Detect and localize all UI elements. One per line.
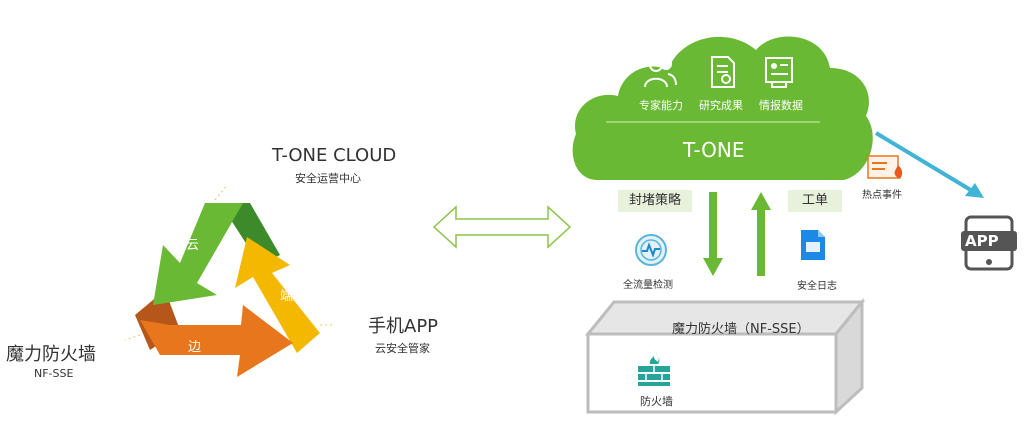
leader-line-firewall xyxy=(125,334,141,341)
app-device-label: APP xyxy=(965,232,999,250)
security-log-icon xyxy=(801,230,825,260)
tone-cloud-shape xyxy=(572,36,873,180)
firewall-brick-icon xyxy=(638,350,670,386)
app-device-icon xyxy=(961,215,1017,271)
cycle-diagram xyxy=(125,185,335,377)
security-log-label: 安全日志 xyxy=(797,281,837,292)
hot-event-icon xyxy=(867,155,903,179)
firewall-subtitle: NF-SSE xyxy=(34,367,74,380)
firewall-box xyxy=(584,297,866,416)
cycle-label-end: 端 xyxy=(280,289,294,304)
cycle-arrow-orange xyxy=(140,305,293,377)
cycle-label-edge: 边 xyxy=(188,340,202,355)
push-arrow-to-app xyxy=(874,131,984,198)
leader-line-cloud xyxy=(214,185,228,201)
mobile-app-subtitle: 云安全管家 xyxy=(375,342,430,355)
tone-cloud-subtitle: 安全运营中心 xyxy=(295,172,361,185)
cloud-item-experts: 专家能力 xyxy=(639,99,683,112)
experts-icon xyxy=(644,58,677,88)
cycle-label-cloud: 云 xyxy=(186,238,200,253)
cloud-title: T-ONE xyxy=(683,138,745,162)
tone-cloud-title: T-ONE CLOUD xyxy=(272,145,397,166)
cloud-item-research: 研究成果 xyxy=(699,99,743,112)
full-traffic-label: 全流量检测 xyxy=(623,280,673,291)
traffic-detection-icon xyxy=(635,234,667,266)
firewall-box-title: 魔力防火墙（NF-SSE） xyxy=(672,322,810,337)
block-policy-tag: 封堵策略 xyxy=(618,190,692,212)
intel-data-icon xyxy=(765,57,793,88)
mobile-app-title: 手机APP xyxy=(368,316,439,337)
firewall-title: 魔力防火墙 xyxy=(6,344,96,365)
down-arrow-policy xyxy=(703,192,723,276)
cycle-arrow-yellow xyxy=(235,237,320,353)
up-arrow-work-order xyxy=(751,192,771,276)
cycle-arrow-green xyxy=(153,203,243,305)
sync-double-arrow xyxy=(432,205,572,249)
work-order-tag: 工单 xyxy=(788,190,842,212)
hot-event-label: 热点事件 xyxy=(862,190,902,201)
research-doc-icon xyxy=(711,56,735,88)
cloud-item-intel: 情报数据 xyxy=(759,99,803,112)
firewall-inner-label: 防火墙 xyxy=(640,395,673,408)
